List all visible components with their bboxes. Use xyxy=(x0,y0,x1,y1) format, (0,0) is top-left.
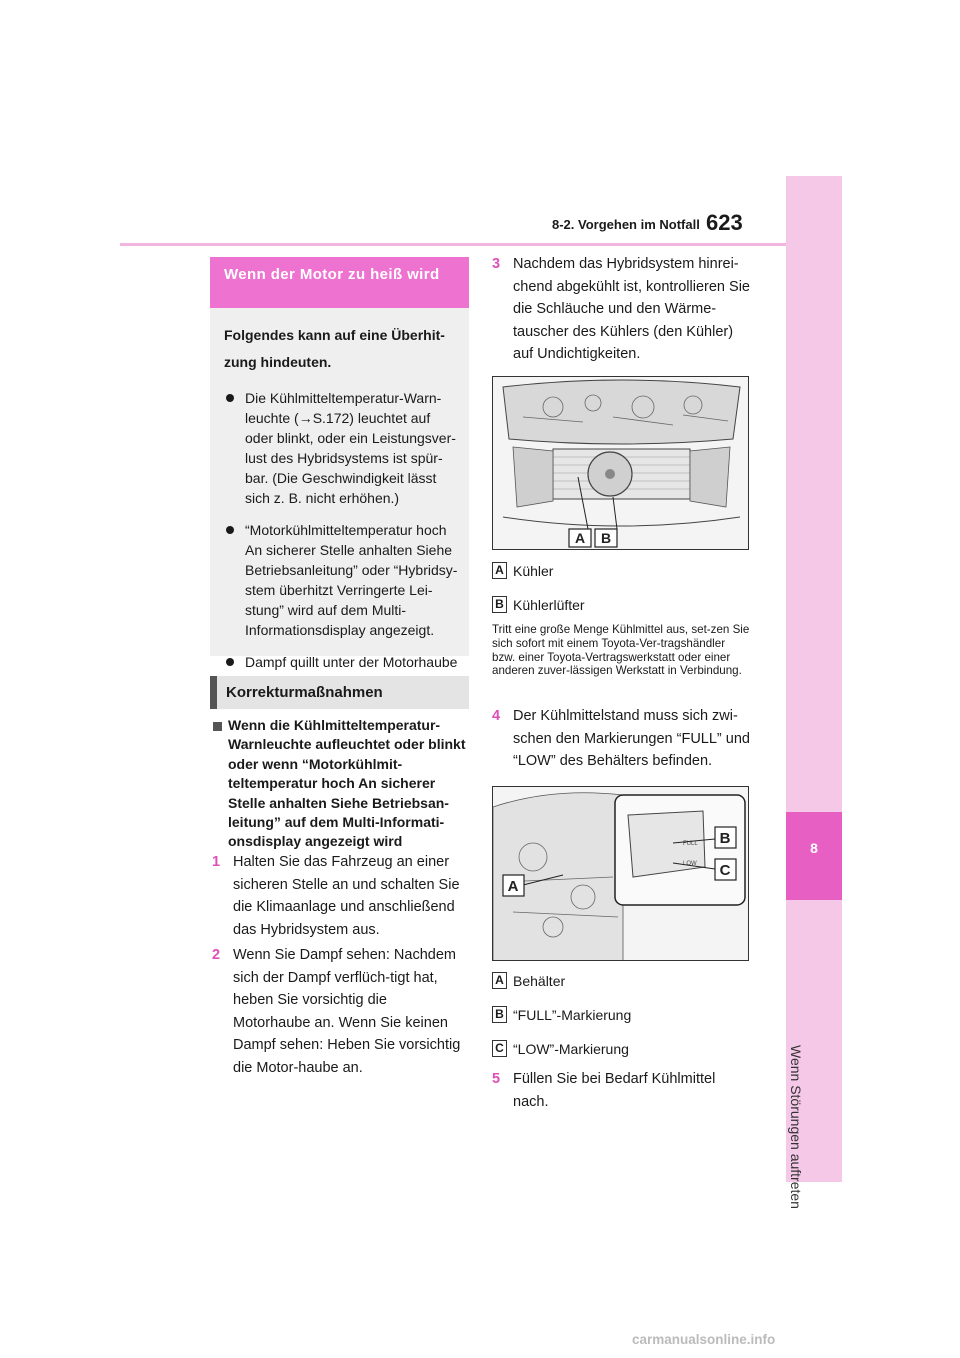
step-text: Wenn Sie Dampf sehen: Nachdem sich der D… xyxy=(233,947,461,1076)
callout-text: “LOW”-Markierung xyxy=(513,1041,629,1057)
callout-text: “FULL”-Markierung xyxy=(513,1007,632,1023)
step-text: Nachdem das Hybridsystem hinrei-chend ab… xyxy=(513,256,750,362)
measures-heading: Korrekturmaßnahmen xyxy=(210,676,469,709)
step-number: 3 xyxy=(492,256,501,272)
overheat-bullet-1: Die Kühlmitteltemperatur-Warn-leuchte (→… xyxy=(224,388,459,508)
radiator-figure: A B xyxy=(492,376,749,550)
reservoir-figure: FULL LOW B C A xyxy=(492,786,749,961)
step-text: Halten Sie das Fahrzeug an einer sichere… xyxy=(233,854,460,938)
warning-subheading: Wenn die Kühlmitteltemperatur-Warnleucht… xyxy=(212,716,470,852)
leak-note: Tritt eine große Menge Kühlmittel aus, s… xyxy=(492,623,750,678)
step-2: 2 Wenn Sie Dampf sehen: Nachdem sich der… xyxy=(212,944,464,1079)
callout-label: C xyxy=(492,1040,507,1057)
overheat-lead: Folgendes kann auf eine Überhit-zung hin… xyxy=(224,327,445,370)
chapter-number-box xyxy=(786,812,842,900)
step-number: 1 xyxy=(212,854,221,870)
watermark: carmanualsonline.info xyxy=(632,1332,776,1347)
step-number: 2 xyxy=(212,947,221,963)
header-rule xyxy=(120,243,786,246)
page-number: 623 xyxy=(706,210,743,235)
overheat-bullet-2: “Motorkühlmitteltemperatur hoch An siche… xyxy=(224,520,459,640)
callout-label: B xyxy=(492,1006,507,1023)
step-4: 4 Der Kühlmittelstand muss sich zwi-sche… xyxy=(492,705,750,773)
chapter-title: Wenn Störungen auftreten xyxy=(788,1045,804,1209)
section-title: 8-2. Vorgehen im Notfall xyxy=(552,217,700,232)
square-bullet-icon xyxy=(213,722,222,731)
figure-label-c: C xyxy=(720,862,731,879)
callout-radiator: A Kühler xyxy=(492,562,553,580)
callout-text: Kühlerlüfter xyxy=(513,597,585,613)
reservoir-illustration: FULL LOW B C A xyxy=(493,787,748,960)
callout-radiator-fan: B Kühlerlüfter xyxy=(492,596,585,614)
warning-subheading-text: Wenn die Kühlmitteltemperatur-Warnleucht… xyxy=(228,717,466,850)
callout-low-mark: C “LOW”-Markierung xyxy=(492,1040,629,1058)
radiator-illustration: A B xyxy=(493,377,748,549)
callout-text: Kühler xyxy=(513,563,554,579)
chapter-side-tab xyxy=(786,176,842,1182)
overheat-info-box: Folgendes kann auf eine Überhit-zung hin… xyxy=(210,308,469,690)
step-text: Der Kühlmittelstand muss sich zwi-schen … xyxy=(513,708,750,769)
tank-mark-full: FULL xyxy=(683,841,698,847)
callout-full-mark: B “FULL”-Markierung xyxy=(492,1006,631,1024)
figure-label-a: A xyxy=(508,878,519,895)
step-number: 4 xyxy=(492,708,501,724)
callout-label: A xyxy=(492,972,507,989)
step-3: 3 Nachdem das Hybridsystem hinrei-chend … xyxy=(492,253,752,366)
step-text: Füllen Sie bei Bedarf Kühlmittel nach. xyxy=(513,1071,716,1110)
callout-text: Behälter xyxy=(513,973,566,989)
step-number: 5 xyxy=(492,1071,501,1087)
callout-label: A xyxy=(492,562,507,579)
step-5: 5 Füllen Sie bei Bedarf Kühlmittel nach. xyxy=(492,1068,750,1113)
figure-label-b: B xyxy=(601,530,611,546)
figure-label-a: A xyxy=(575,530,585,546)
overheat-heading: Wenn der Motor zu heiß wird xyxy=(210,257,469,308)
callout-reservoir: A Behälter xyxy=(492,972,565,990)
tank-mark-low: LOW xyxy=(683,861,697,867)
callout-label: B xyxy=(492,596,507,613)
chapter-number: 8 xyxy=(810,840,818,856)
figure-label-b: B xyxy=(720,830,731,847)
step-1: 1 Halten Sie das Fahrzeug an einer siche… xyxy=(212,851,468,941)
